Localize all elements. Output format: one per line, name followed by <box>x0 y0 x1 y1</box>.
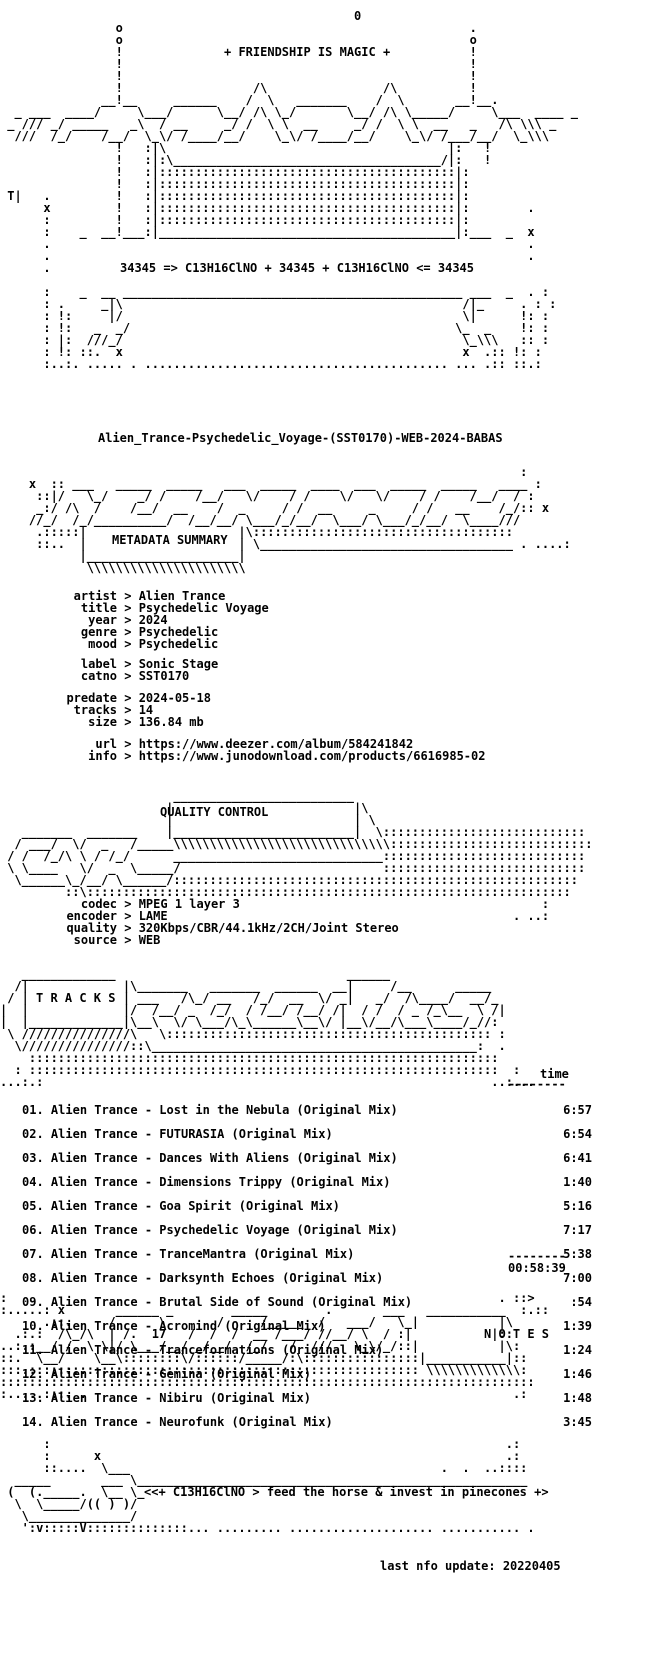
metadata-url-row: url > https://www.deezer.com/album/58424… <box>52 737 414 751</box>
section-title-metadata: METADATA SUMMARY <box>112 533 228 547</box>
section-title-tracks: T R A C K S <box>36 991 116 1005</box>
metadata-group-predate: predate > 2024-05-18 tracks > 14 size > … <box>52 692 211 728</box>
notes-logo-art: : . ::> :.....: x ______ _ _____ . ___ _… <box>0 1291 550 1401</box>
track-row: 12. Alien Trance - Gemina (Original Mix)… <box>22 1367 592 1381</box>
tracklist-footer-rule: -------- <box>508 1249 566 1263</box>
last-update: last nfo update: 20220405 <box>380 1559 561 1573</box>
track-row: 05. Alien Trance - Goa Spirit (Original … <box>22 1199 592 1213</box>
formula-frame-top: . . . <box>43 249 535 275</box>
quality-details: codec > MPEG 1 layer 3 encoder > LAME qu… <box>52 897 399 947</box>
footer-horse-art: : .: : x .: ::.... \___ <box>7 1437 535 1535</box>
footer-tagline: <<+ C13H16ClNO > feed the horse & invest… <box>144 1485 549 1499</box>
metadata-group-label: label > Sonic Stage catno > SST0170 <box>52 658 218 682</box>
metadata-logo-art: : x :: ___ _____ _____ ___ _____ ____ __… <box>28 465 571 575</box>
tracklist-header-rule: -------- <box>508 1077 566 1091</box>
metadata-row: size > 136.84 mb <box>52 715 204 729</box>
metadata-row: year > 2024 <box>52 613 168 627</box>
tracklist: 01. Alien Trance - Lost in the Nebula (O… <box>22 1092 592 1440</box>
track-row: 13. Alien Trance - Nibiru (Original Mix)… <box>22 1391 592 1405</box>
release-name: Alien_Trance-Psychedelic_Voyage-(SST0170… <box>98 431 503 445</box>
metadata-row: artist > Alien Trance <box>52 589 226 603</box>
tracklist-time-header: time <box>540 1067 569 1081</box>
tracklist-total-time: 00:58:39 <box>508 1261 566 1275</box>
lower-logo-art: : _ __ _________________________________… <box>43 285 557 371</box>
metadata-row: catno > SST0170 <box>52 669 190 683</box>
metadata-group-links: url > https://www.deezer.com/album/58424… <box>52 738 485 762</box>
section-title-notes: N O T E S <box>484 1327 550 1341</box>
metadata-row: label > Sonic Stage <box>52 657 219 671</box>
track-row: 14. Alien Trance - Neurofunk (Original M… <box>22 1415 592 1429</box>
quality-row: quality > 320Kbps/CBR/44.1kHz/2CH/Joint … <box>52 921 399 935</box>
metadata-row: mood > Psychedelic <box>52 637 219 651</box>
metadata-row: tracks > 14 <box>52 703 154 717</box>
quality-row: codec > MPEG 1 layer 3 <box>52 897 240 911</box>
metadata-info-row: info > https://www.junodownload.com/prod… <box>52 749 486 763</box>
track-row: 01. Alien Trance - Lost in the Nebula (O… <box>22 1103 592 1117</box>
track-row: 08. Alien Trance - Darksynth Echoes (Ori… <box>22 1271 592 1285</box>
section-title-quality: QUALITY CONTROL <box>160 805 269 819</box>
quality-row: source > WEB <box>52 933 161 947</box>
track-row: 06. Alien Trance - Psychedelic Voyage (O… <box>22 1223 592 1237</box>
track-row: 07. Alien Trance - TranceMantra (Origina… <box>22 1247 592 1261</box>
track-row: 04. Alien Trance - Dimensions Trippy (Or… <box>22 1175 592 1189</box>
banner-formula: 34345 => C13H16ClNO + 34345 + C13H16ClNO… <box>120 261 475 275</box>
metadata-row: predate > 2024-05-18 <box>52 691 211 705</box>
track-row: 02. Alien Trance - FUTURASIA (Original M… <box>22 1127 592 1141</box>
metadata-row: genre > Psychedelic <box>52 625 219 639</box>
track-row: 10. Alien Trance - Acromind (Original Mi… <box>22 1319 592 1333</box>
quality-logo-art: _________________________ | |\ | | \ ___… <box>7 789 593 923</box>
track-row: 03. Alien Trance - Dances With Aliens (O… <box>22 1151 592 1165</box>
metadata-group-artist: artist > Alien Trance title > Psychedeli… <box>52 590 269 650</box>
track-row: 11. Alien Trance - Tranceformations (Ori… <box>22 1343 592 1357</box>
track-row: 09. Alien Trance - Brutal Side of Sound … <box>22 1295 592 1309</box>
metadata-row: title > Psychedelic Voyage <box>52 601 269 615</box>
top-logo-art: 0 o . o o ! <box>7 9 578 251</box>
banner-slogan: + FRIENDSHIP IS MAGIC + <box>224 45 391 59</box>
quality-row: encoder > LAME <box>52 909 168 923</box>
tracks-logo-art: _____________ ______ /| |\_______ ______… <box>0 967 535 1089</box>
